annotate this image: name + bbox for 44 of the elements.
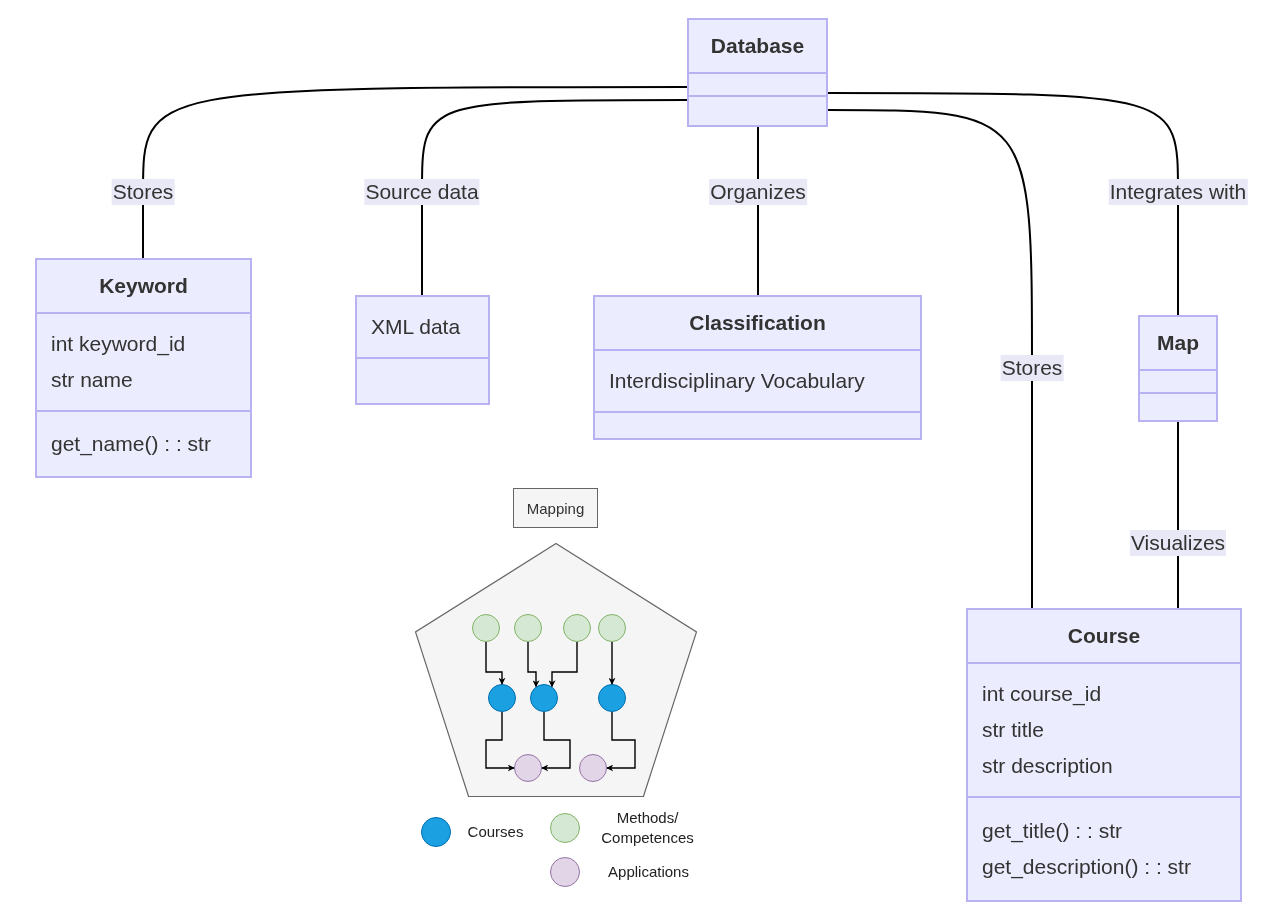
edge-label: Stores xyxy=(1000,355,1064,381)
class-box xyxy=(1138,315,1218,422)
connector-line xyxy=(421,99,688,296)
class-name: Classification xyxy=(689,311,826,335)
connector-line xyxy=(827,109,1033,609)
label-box xyxy=(513,488,598,528)
class-name: Map xyxy=(1157,331,1199,355)
class-member: get_title() : : str xyxy=(982,818,1123,845)
connector-line xyxy=(827,92,1179,316)
edge-label: Organizes xyxy=(709,179,807,205)
arrow xyxy=(485,711,515,772)
class-box xyxy=(35,258,252,478)
arrow xyxy=(606,711,636,772)
class-box xyxy=(355,295,490,405)
arrow xyxy=(608,641,616,685)
class-box xyxy=(687,18,828,127)
legend-label: Courses xyxy=(466,822,525,842)
class-member: str title xyxy=(982,717,1044,743)
class-name: Keyword xyxy=(99,274,188,298)
class-member: str description xyxy=(982,753,1113,779)
class-member: Interdisciplinary Vocabulary xyxy=(609,368,865,394)
class-member: get_description() : : str xyxy=(982,854,1191,881)
legend-label: Methods/ Competences xyxy=(600,808,695,848)
box-label: Mapping xyxy=(526,499,585,517)
class-member: get_name() : : str xyxy=(51,431,211,458)
edge-label: Stores xyxy=(111,179,175,205)
edge-label: Integrates with xyxy=(1108,179,1248,205)
class-member: str name xyxy=(51,367,133,393)
pentagon-shape xyxy=(415,543,697,797)
class-box xyxy=(593,295,922,440)
arrow xyxy=(541,711,571,772)
edge-label: Source data xyxy=(364,179,480,205)
connector-line xyxy=(142,86,688,259)
arrow xyxy=(485,641,506,685)
class-name: Database xyxy=(710,34,805,58)
class-name: Course xyxy=(1067,624,1141,648)
class-box xyxy=(966,608,1242,902)
legend-label: Applications xyxy=(607,862,690,882)
class-member: int course_id xyxy=(982,681,1102,708)
arrow xyxy=(548,641,578,688)
class-member: int keyword_id xyxy=(51,331,186,358)
arrow xyxy=(527,641,540,688)
class-member: XML data xyxy=(371,314,461,340)
edge-label: Visualizes xyxy=(1129,530,1227,556)
